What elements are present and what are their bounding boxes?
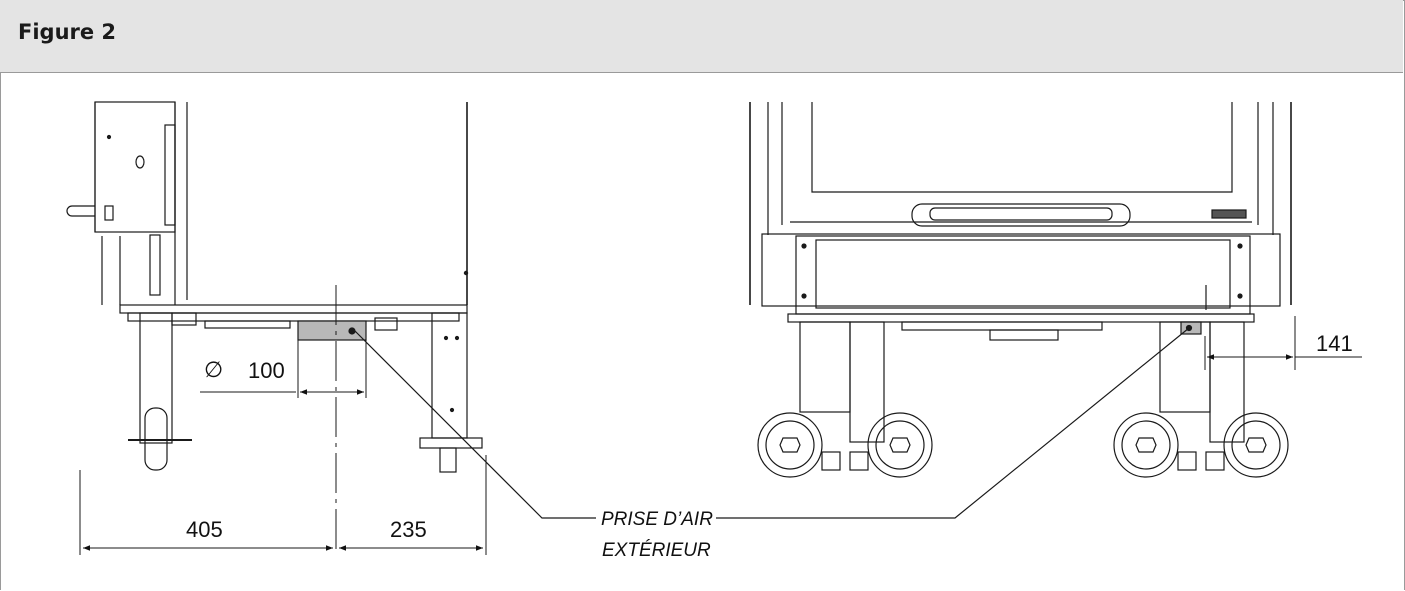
- side-right-foot-plate: [419, 437, 483, 449]
- front-base: [787, 313, 1255, 323]
- leader-left: [354, 330, 596, 519]
- side-screw: [106, 134, 112, 140]
- side-right-foot: [439, 447, 457, 473]
- front-base-box: [989, 329, 1059, 341]
- front-wheel-4-hub: [1231, 420, 1281, 470]
- front-wheel-2: [867, 412, 933, 478]
- dim-100-text: 100: [248, 358, 285, 383]
- side-base-rail: [127, 312, 460, 322]
- front-foot-4: [1205, 451, 1225, 471]
- side-screw-right: [463, 270, 469, 276]
- side-left-nut: [171, 312, 197, 326]
- front-leg-4: [1209, 321, 1245, 443]
- front-wheel-3-nut: [1135, 437, 1157, 453]
- front-wheel-3-hub: [1121, 420, 1171, 470]
- side-air-intake-dot: [348, 327, 356, 335]
- front-screw: [801, 293, 807, 299]
- front-door-handle: [911, 203, 1131, 227]
- front-leg-2: [849, 321, 885, 443]
- front-view: [749, 102, 1292, 478]
- front-leg-1: [799, 321, 851, 413]
- diameter-symbol: ∅: [204, 357, 223, 382]
- side-control-panel: [94, 101, 176, 233]
- leader-right: [716, 327, 1190, 519]
- side-switch: [104, 205, 114, 221]
- side-knob: [135, 155, 145, 169]
- front-ash-box: [761, 233, 1281, 307]
- front-drawer-face: [815, 239, 1231, 309]
- front-foot-2: [849, 451, 869, 471]
- side-hinge-strip: [164, 124, 176, 226]
- front-wheel-1-nut: [779, 437, 801, 453]
- front-screw: [801, 243, 807, 249]
- figure-title: Figure 2: [18, 20, 117, 44]
- front-glass: [811, 102, 1233, 193]
- front-badge: [1211, 209, 1247, 219]
- figure-header: Figure 2: [0, 0, 1403, 73]
- front-wheel-2-hub: [875, 420, 925, 470]
- front-foot-1: [821, 451, 841, 471]
- leg-hole: [449, 407, 455, 413]
- side-view: [66, 101, 483, 473]
- front-wheel-4: [1223, 412, 1289, 478]
- air-intake-label-line2: EXTÉRIEUR: [602, 540, 711, 561]
- side-fitting: [374, 317, 398, 331]
- front-screw: [1237, 243, 1243, 249]
- side-right-leg: [431, 312, 468, 439]
- side-left-leg: [139, 312, 173, 444]
- front-wheel-1-hub: [765, 420, 815, 470]
- front-door-handle-inner: [929, 207, 1113, 221]
- side-air-intake: [297, 320, 367, 341]
- front-drawer: [795, 235, 1251, 315]
- side-bracket: [149, 234, 161, 296]
- front-leg-3: [1159, 321, 1211, 413]
- side-dimensions: [79, 285, 487, 555]
- side-handle: [66, 205, 95, 217]
- front-wheel-1: [757, 412, 823, 478]
- leg-hole: [454, 335, 460, 341]
- front-screw: [1237, 293, 1243, 299]
- dim-405-text: 405: [186, 517, 223, 542]
- side-base-plate: [119, 304, 468, 314]
- front-base-tray: [901, 321, 1103, 331]
- leg-hole: [443, 335, 449, 341]
- front-wheel-4-nut: [1245, 437, 1267, 453]
- callout-leaders: [354, 327, 1190, 519]
- front-wheel-3: [1113, 412, 1179, 478]
- side-base-tray: [204, 320, 291, 329]
- air-intake-label-line1: PRISE D’AIR: [601, 509, 713, 530]
- dim-235-text: 235: [390, 517, 427, 542]
- front-wheel-2-nut: [889, 437, 911, 453]
- front-dimensions: [1204, 316, 1362, 370]
- dim-141-text: 141: [1316, 331, 1353, 356]
- front-foot-3: [1177, 451, 1197, 471]
